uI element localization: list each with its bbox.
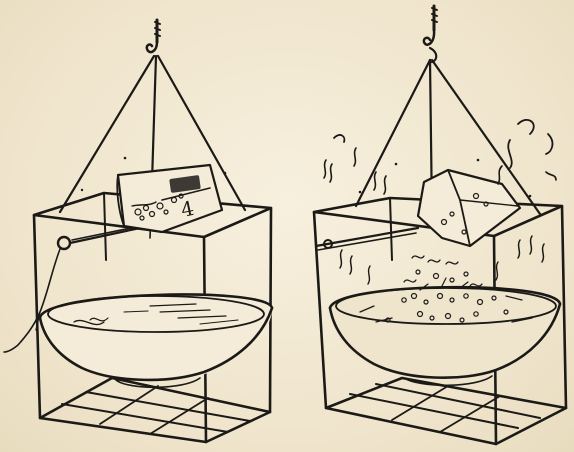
right-holder (418, 170, 520, 246)
left-apparatus (4, 20, 272, 442)
left-holder (117, 165, 222, 232)
right-hook (424, 6, 437, 62)
right-falling-particles (404, 256, 482, 286)
right-bowl (330, 278, 560, 385)
right-apparatus (314, 6, 566, 444)
left-bowl (40, 295, 272, 388)
left-hook (147, 20, 160, 52)
